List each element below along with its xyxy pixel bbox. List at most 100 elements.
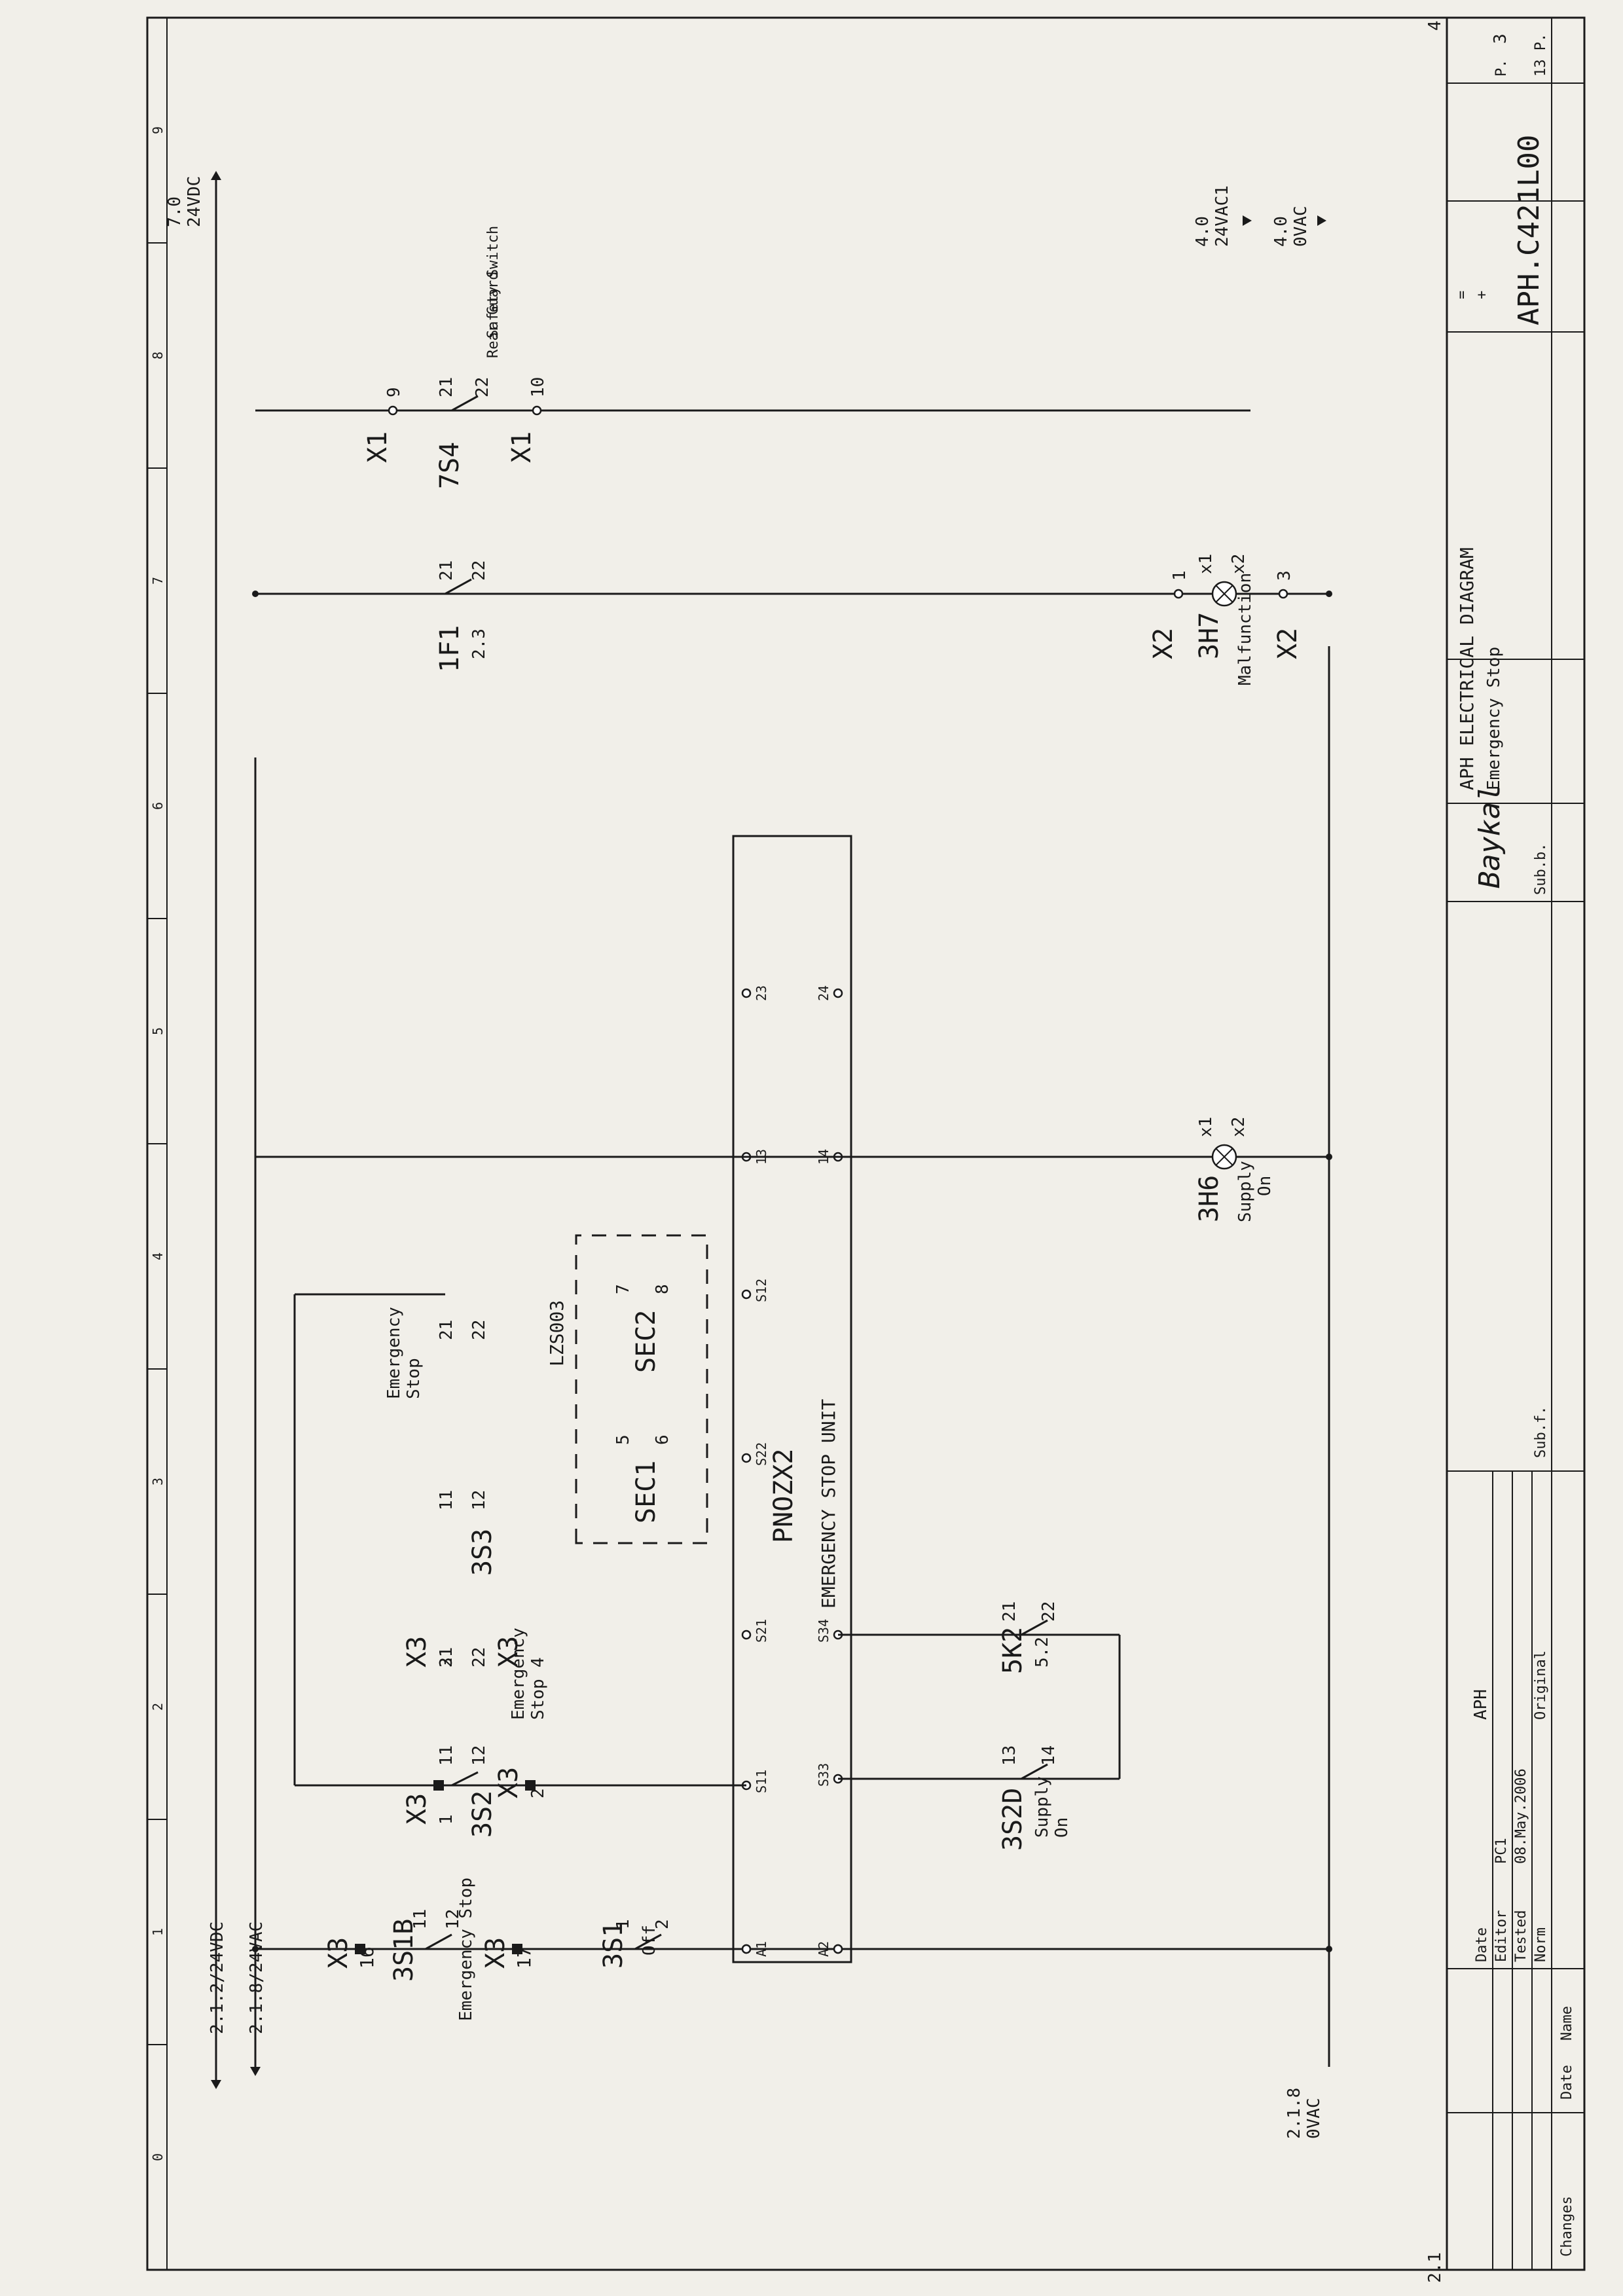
3h7-x1: x1: [1196, 554, 1216, 574]
unit-pin-top-label: 23: [754, 985, 769, 1001]
3h7-desc: Malfunction: [1235, 573, 1255, 685]
xref-out-24vdc-label: 24VDC: [185, 176, 204, 227]
tb-date-val: 08.May.2006: [1513, 1768, 1529, 1864]
7s4-c1: 21: [437, 377, 456, 397]
x3-4-label: X3: [494, 1636, 524, 1667]
3s2d-desc-2: On: [1052, 1817, 1072, 1838]
x3-1-num: 1: [437, 1814, 456, 1825]
xref-out-24vac1-label: 24VAC1: [1213, 185, 1232, 247]
xref-in-24vdc: 2.1.2/24VDC: [208, 1922, 227, 2034]
x3-2-num: 2: [528, 1788, 548, 1798]
x1-10-label: X1: [507, 431, 537, 463]
unit-pin-top-label: S12: [754, 1279, 769, 1302]
unit-pin-bottom-label: S34: [816, 1619, 831, 1643]
xref-in-24vac: 2.1.8/24VAC: [247, 1922, 266, 2034]
7s4-desc-2: Safety Switch: [485, 226, 501, 338]
3h6-x1: x1: [1196, 1117, 1216, 1137]
tb-original: Original: [1533, 1650, 1549, 1720]
column-number: 2: [150, 1703, 166, 1711]
baykal-logo: Baykal: [1473, 784, 1506, 888]
3s3-b2: 22: [469, 1320, 489, 1340]
1f1-tag: 1F1: [435, 625, 465, 672]
tb-date-lbl: Date: [1559, 2065, 1575, 2100]
unit-pin-top-label: S21: [754, 1619, 769, 1643]
column-number: 3: [150, 1478, 166, 1485]
3s1-contact: [634, 1933, 662, 1950]
unit-pin-top: [741, 1630, 752, 1640]
3s2d-contact: [1021, 1763, 1048, 1780]
3s1b-tag: 3S1B: [389, 1919, 419, 1982]
1f1-c2: 22: [469, 560, 489, 581]
xref-out-0vac-ref: 4.0: [1271, 216, 1291, 247]
x3-16-label: X3: [323, 1937, 354, 1969]
3s3-a1: 11: [437, 1490, 456, 1510]
x2-3-num: 3: [1275, 570, 1294, 581]
3s1b-desc: Emergency Stop: [456, 1878, 476, 2021]
tb-subb: Sub.b.: [1533, 843, 1549, 895]
5k2-c1: 21: [1000, 1601, 1019, 1622]
x1-10-num: 10: [528, 377, 548, 397]
3s3-b1: 21: [437, 1320, 456, 1340]
next-page-ref: 4: [1425, 20, 1445, 31]
x3-2-label: X3: [494, 1767, 524, 1798]
unit-tag: PNOZX2: [769, 1449, 799, 1544]
x1-9-label: X1: [363, 431, 393, 463]
x3-17-num: 17: [513, 1946, 535, 1969]
sec2-c2: 8: [653, 1284, 672, 1294]
xref-out-0vac-label: 0VAC: [1291, 206, 1311, 247]
sec2-c1: 7: [613, 1284, 633, 1294]
x3-3-label: X3: [402, 1636, 432, 1667]
3h7-tag: 3H7: [1194, 612, 1224, 659]
x3-1-label: X3: [402, 1793, 432, 1825]
x3-17-label: X3: [481, 1937, 511, 1969]
3h6-desc-2: On: [1255, 1176, 1275, 1196]
unit-pin-top-label: S11: [754, 1770, 769, 1793]
xref-in-0vac-ref: 2.1.8: [1285, 2088, 1304, 2139]
3s2-a1: 11: [437, 1745, 456, 1766]
3h6-desc-1: Supply: [1235, 1161, 1255, 1222]
x3-3-num: 3: [437, 1657, 456, 1667]
unit-pin-top: [741, 1289, 752, 1300]
unit-pin-top-label: S22: [754, 1442, 769, 1466]
3s1-desc: Off: [640, 1925, 659, 1956]
prev-page-ref: 2.1: [1425, 2252, 1445, 2283]
tb-tested: Tested: [1513, 1910, 1529, 1962]
tb-subf: Sub.f.: [1533, 1406, 1549, 1458]
3h7-x2: x2: [1229, 554, 1249, 574]
3s1-c1: 1: [613, 1919, 633, 1929]
7s4-tag: 7S4: [435, 442, 465, 489]
3s1-tag: 3S1: [598, 1922, 629, 1969]
3s2-desc-2: Stop: [528, 1679, 548, 1720]
3s3-desc-2: Stop: [404, 1358, 424, 1399]
unit-pin-top: [741, 1453, 752, 1463]
3s2-b2: 22: [469, 1647, 489, 1667]
5k2-tag: 5K2: [998, 1627, 1028, 1674]
unit-pin-bottom: [833, 988, 843, 998]
tb-page: 3: [1491, 33, 1510, 44]
column-number: 8: [150, 352, 166, 359]
unit-pin-top: [741, 1944, 752, 1954]
3s2-contact-a: [451, 1771, 479, 1787]
x1-9-num: 9: [384, 387, 404, 397]
x3-4-num: 4: [528, 1657, 548, 1667]
tb-project: APH: [1471, 1689, 1491, 1720]
7s4-c2: 22: [473, 377, 492, 397]
unit-pin-bottom-label: S33: [816, 1763, 831, 1787]
1f1-c1: 21: [437, 560, 456, 581]
xref-in-0vac-label: 0VAC: [1304, 2098, 1324, 2139]
xref-out-24vac1-ref: 4.0: [1193, 216, 1213, 247]
tb-name-lbl: Name: [1559, 2006, 1575, 2041]
unit-desc: EMERGENCY STOP UNIT: [818, 1399, 839, 1609]
column-number: 4: [150, 1252, 166, 1260]
tb-page-lbl: P.: [1493, 60, 1510, 77]
3s3-desc-1: Emergency: [384, 1307, 404, 1399]
tb-pages: 13 P.: [1533, 33, 1549, 77]
column-number: 5: [150, 1027, 166, 1035]
xref-out-24vac1-arrow: [1243, 215, 1252, 226]
sec1-c2: 6: [653, 1434, 672, 1445]
column-number: 1: [150, 1928, 166, 1936]
x3-1-terminal: [433, 1780, 444, 1791]
unit-pin-bottom-label: A2: [816, 1941, 831, 1957]
